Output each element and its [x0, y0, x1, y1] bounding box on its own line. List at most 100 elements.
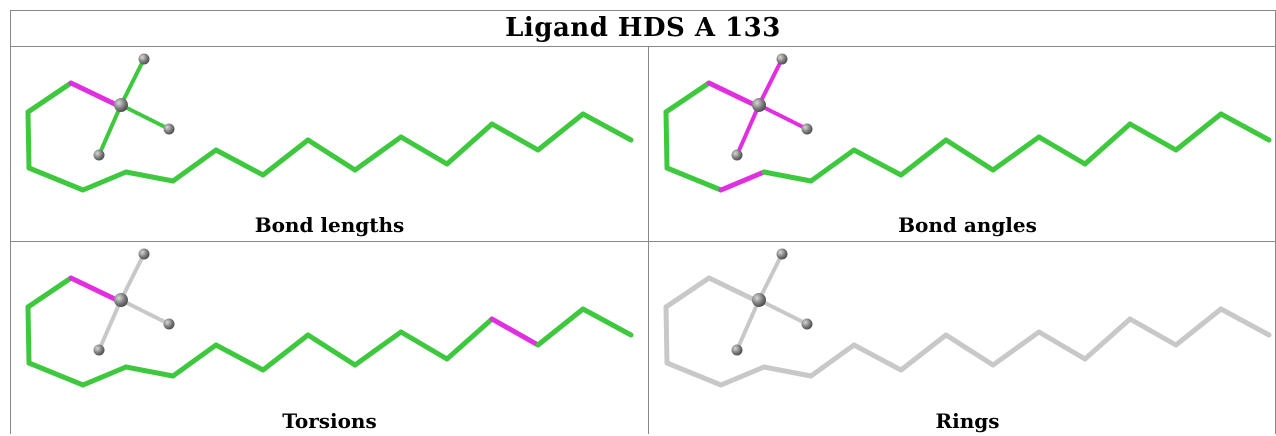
- bond-line: [706, 80, 762, 110]
- bond-line: [808, 147, 857, 184]
- atom: [776, 248, 788, 260]
- bond-line: [1082, 121, 1133, 167]
- bond-line: [26, 360, 86, 388]
- table-title: Ligand HDS A 133: [505, 12, 781, 43]
- bond-line: [535, 111, 586, 153]
- bond-line: [352, 134, 404, 173]
- bond-line: [25, 275, 74, 310]
- bond-line: [1127, 121, 1179, 153]
- panel-caption: Bond angles: [898, 213, 1037, 237]
- bond-line: [398, 329, 450, 362]
- bond-line: [580, 306, 634, 338]
- bond-line: [119, 252, 146, 302]
- bond-line: [25, 304, 32, 366]
- bond-line: [213, 342, 266, 373]
- ligand-diagram-bond-lengths: [25, 53, 634, 193]
- bond-line: [663, 80, 712, 115]
- dashed-bond-line: [757, 298, 809, 326]
- bond-line: [535, 306, 586, 348]
- bond-line: [663, 275, 712, 310]
- atom: [138, 248, 150, 260]
- bond-line: [718, 364, 767, 388]
- bond-line: [119, 57, 146, 107]
- bond-line: [305, 332, 358, 368]
- bond-line: [170, 342, 219, 379]
- bond-line: [25, 109, 32, 171]
- ligand-diagram-rings: [663, 248, 1272, 388]
- central-atom: [752, 98, 766, 112]
- bond-line: [943, 137, 996, 173]
- bond-line: [757, 57, 784, 107]
- atom: [801, 318, 813, 330]
- bond-line: [898, 332, 949, 373]
- bond-line: [757, 252, 784, 302]
- bond-line: [1036, 134, 1088, 167]
- bond-line: [761, 169, 814, 184]
- bond-line: [80, 364, 129, 388]
- central-atom: [752, 293, 766, 307]
- bond-line: [26, 165, 86, 193]
- dashed-bond-line: [119, 298, 171, 326]
- bond-line: [305, 137, 358, 173]
- bond-line: [735, 298, 761, 352]
- bond-line: [25, 80, 74, 115]
- bond-line: [706, 275, 762, 305]
- atom: [731, 149, 743, 161]
- bond-line: [663, 304, 670, 366]
- bond-line: [1127, 316, 1179, 348]
- dashed-bond-line: [757, 103, 809, 131]
- bond-line: [580, 111, 634, 143]
- central-atom: [114, 293, 128, 307]
- bond-line: [444, 316, 495, 362]
- atom: [163, 123, 175, 135]
- bond-line: [1218, 111, 1272, 143]
- bond-line: [664, 360, 724, 388]
- ligand-diagram-bond-angles: [663, 53, 1272, 193]
- bond-line: [1173, 306, 1224, 348]
- atom: [776, 53, 788, 65]
- panel-rings: Rings: [649, 242, 1276, 436]
- bond-line: [1173, 111, 1224, 153]
- bond-line: [735, 103, 761, 157]
- bond-line: [444, 121, 495, 167]
- panel-torsions: Torsions: [11, 242, 648, 436]
- table-border-title-bottom: [10, 46, 1276, 47]
- dashed-bond-line: [119, 103, 171, 131]
- bond-line: [664, 165, 724, 193]
- bond-line: [68, 80, 124, 110]
- bond-line: [352, 329, 404, 368]
- bond-line: [68, 275, 124, 305]
- bond-line: [260, 137, 311, 178]
- bond-line: [851, 147, 904, 178]
- table-border-top: [10, 10, 1276, 11]
- panel-bond-angles: Bond angles: [649, 47, 1276, 241]
- bond-line: [1082, 316, 1133, 362]
- table-border-center: [648, 46, 649, 434]
- atom: [801, 123, 813, 135]
- bond-line: [808, 342, 857, 379]
- bond-line: [761, 364, 814, 379]
- bond-line: [943, 332, 996, 368]
- bond-line: [123, 364, 176, 379]
- bond-line: [1036, 329, 1088, 362]
- table-border-left: [10, 10, 11, 434]
- atom: [163, 318, 175, 330]
- bond-line: [990, 329, 1042, 368]
- bond-line: [489, 316, 541, 348]
- panel-caption: Torsions: [282, 409, 377, 433]
- bond-line: [1218, 306, 1272, 338]
- central-atom: [114, 98, 128, 112]
- table-border-middle: [10, 241, 1276, 242]
- atom: [138, 53, 150, 65]
- bond-line: [80, 169, 129, 193]
- bond-line: [170, 147, 219, 184]
- bond-line: [260, 332, 311, 373]
- bond-line: [851, 342, 904, 373]
- bond-line: [398, 134, 450, 167]
- panel-bond-lengths: Bond lengths: [11, 47, 648, 241]
- atom: [93, 149, 105, 161]
- ligand-diagram-torsions: [25, 248, 634, 388]
- bond-line: [213, 147, 266, 178]
- bond-line: [97, 298, 123, 352]
